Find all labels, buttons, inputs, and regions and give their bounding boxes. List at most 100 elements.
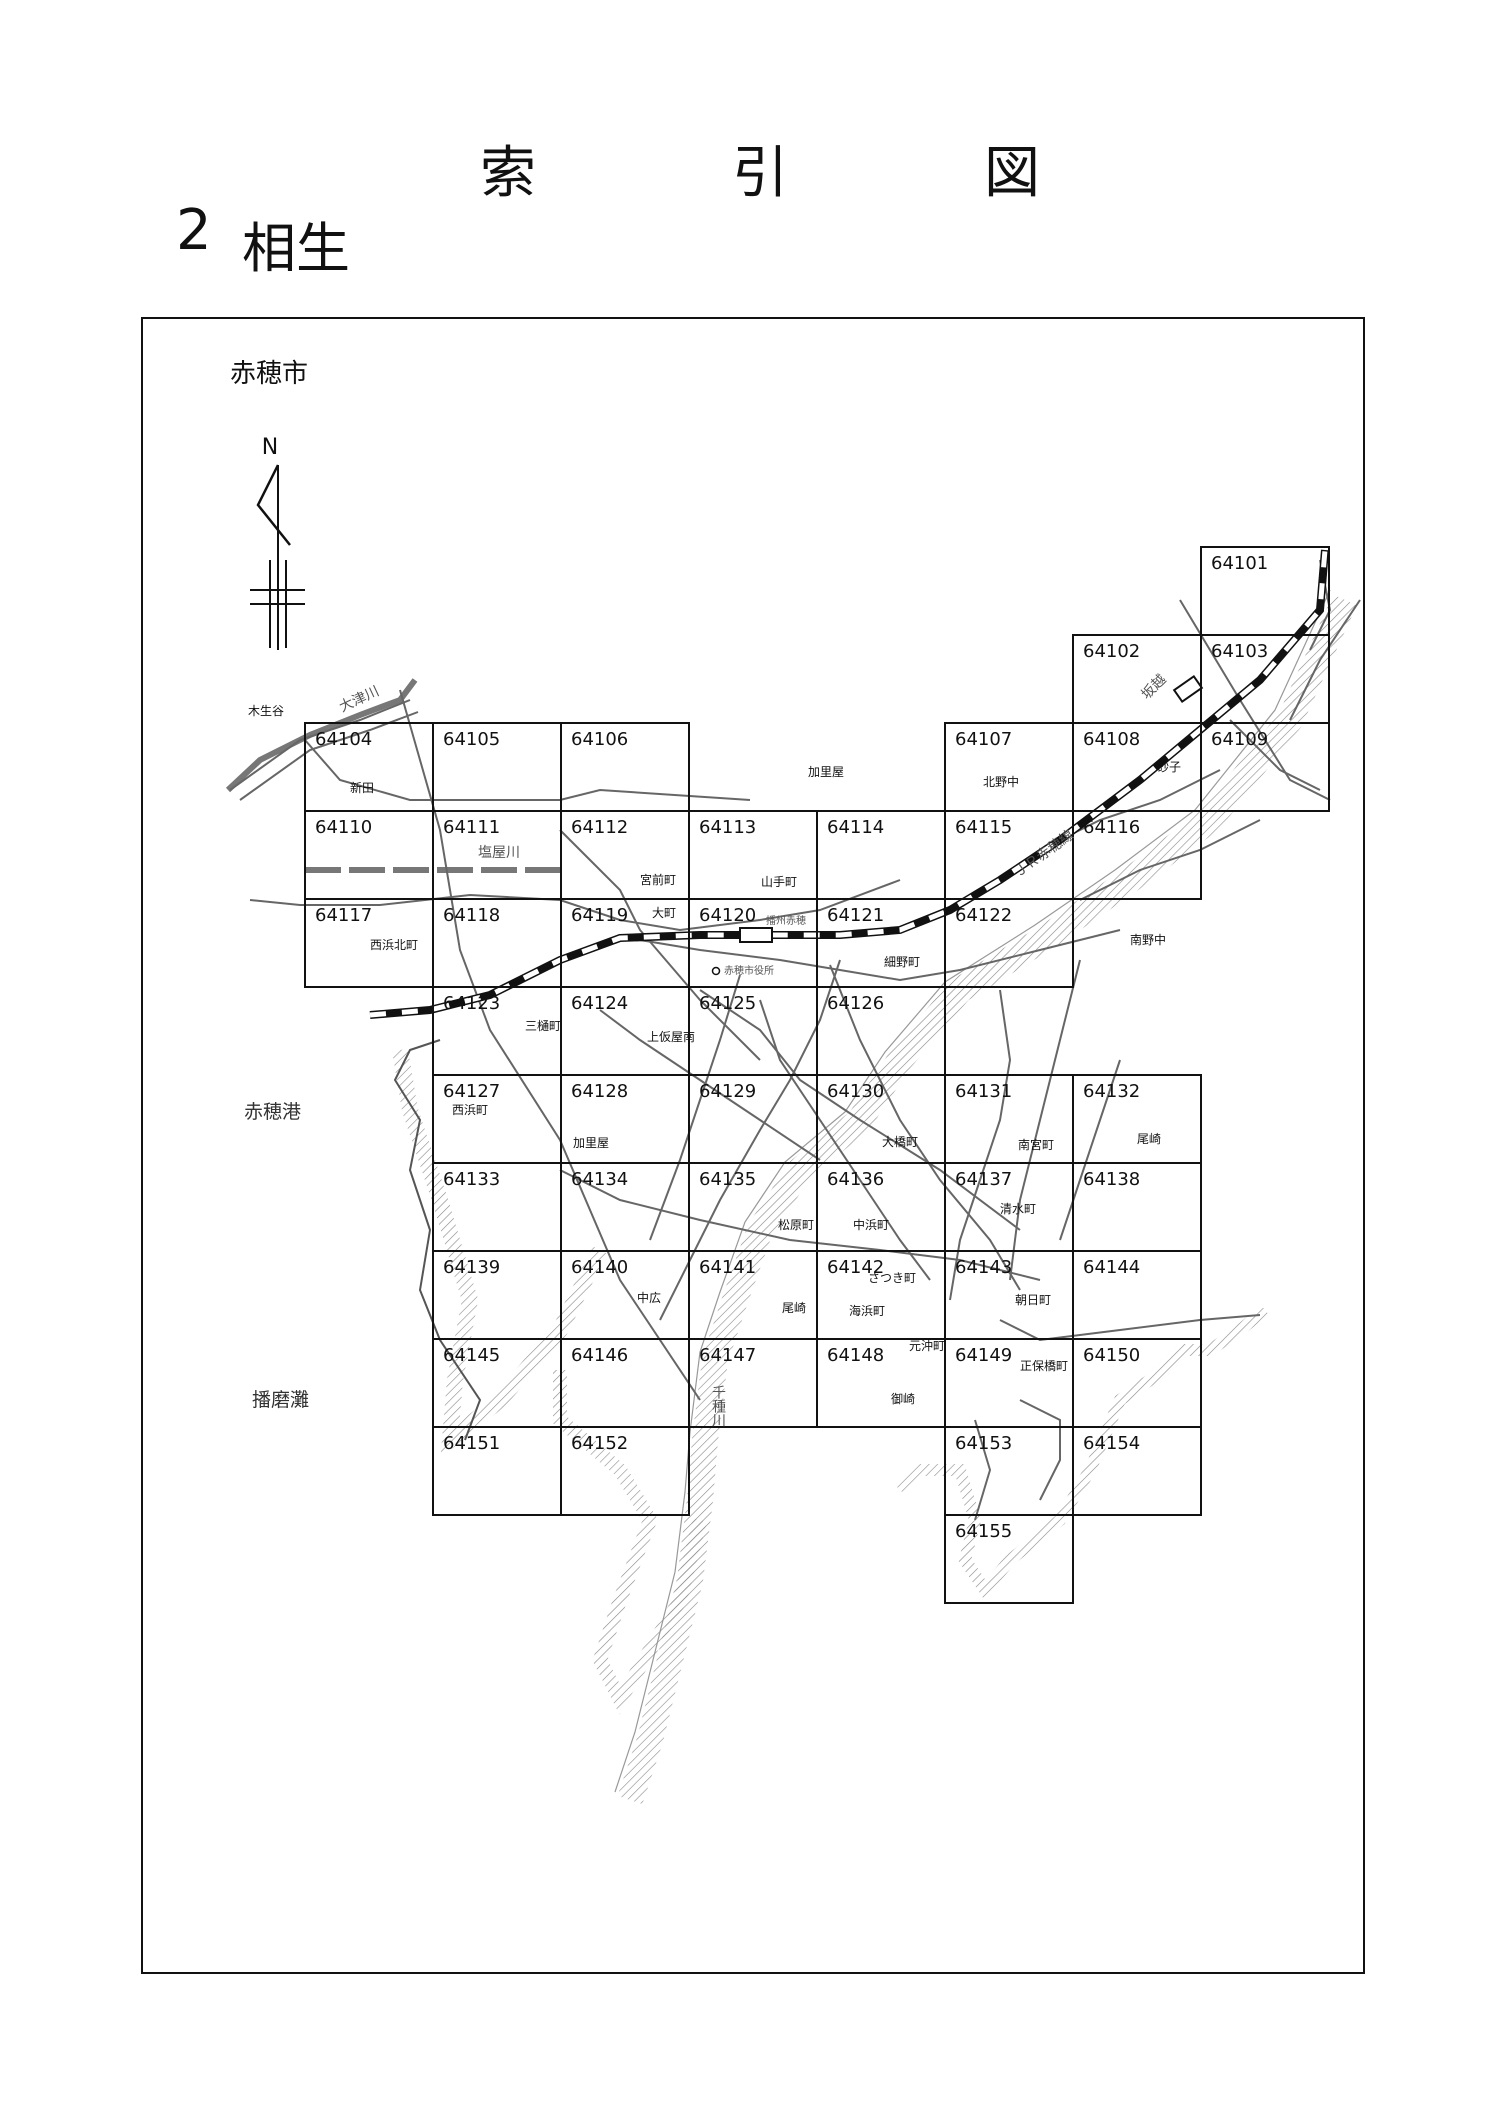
page-title-char-3: 図 [984, 141, 1040, 206]
grid-cell-id: 64139 [443, 1257, 500, 1278]
grid-cell-id: 64124 [571, 993, 628, 1014]
grid-cell-id: 64132 [1083, 1081, 1140, 1102]
label-miyamaecho: 宮前町 [640, 872, 676, 887]
section-number: 2 [176, 198, 212, 263]
shoreline-west [392, 1048, 608, 1458]
north-label: N [262, 435, 278, 460]
label-motookicho: 元沖町 [909, 1339, 945, 1353]
label-minaminonaka: 南野中 [1130, 932, 1166, 947]
grid-cell-id: 64155 [955, 1521, 1012, 1542]
grid-cell-id: 64145 [443, 1345, 500, 1366]
grid-cell-id: 64152 [571, 1433, 628, 1454]
grid-cell-id: 64119 [571, 905, 628, 926]
grid-cell-id: 64141 [699, 1257, 756, 1278]
label-shioyagawa: 塩屋川 [478, 845, 520, 861]
grid-cell-id: 64136 [827, 1169, 884, 1190]
label-kariya-2: 加里屋 [573, 1136, 609, 1150]
grid-cell-id: 64148 [827, 1345, 884, 1366]
grid-cell-id: 64140 [571, 1257, 628, 1278]
grid-cell-id: 64105 [443, 729, 500, 750]
grid-cell-id: 64109 [1211, 729, 1268, 750]
grid-cell-id: 64126 [827, 993, 884, 1014]
label-kishodani: 木生谷 [248, 704, 284, 718]
grid-cell-id: 64143 [955, 1257, 1012, 1278]
grid-cell-id: 64125 [699, 993, 756, 1014]
grid-cell-id: 64111 [443, 817, 500, 838]
label-sunago: 砂子 [1157, 760, 1181, 774]
label-kamikariyaminami: 上仮屋南 [647, 1029, 695, 1044]
grid-cell-id: 64108 [1083, 729, 1140, 750]
page-title: 索 引 図 [480, 128, 1040, 206]
grid-cell-id: 64117 [315, 905, 372, 926]
bay-outline [393, 1039, 482, 1441]
label-satsukicho: さつき町 [868, 1271, 916, 1285]
grid-cell-id: 64135 [699, 1169, 756, 1190]
label-nakahamacho: 中浜町 [853, 1217, 889, 1232]
label-asahicho: 朝日町 [1015, 1293, 1051, 1307]
grid-cell-id: 64102 [1083, 641, 1140, 662]
label-shohobashicho: 正保橋町 [1020, 1359, 1068, 1373]
label-kaihincho: 海浜町 [849, 1303, 885, 1318]
label-chikusagawa: 千種川 [710, 1385, 726, 1427]
grid-cell-id: 64123 [443, 993, 500, 1014]
label-yamatecho: 山手町 [761, 875, 797, 889]
label-harima-nada: 播磨灘 [252, 1389, 309, 1411]
grid-cell-id: 64122 [955, 905, 1012, 926]
shoreline-south [553, 1370, 707, 1715]
grid-cell-id: 64134 [571, 1169, 628, 1190]
grid-cell[interactable] [1200, 722, 1330, 812]
grid-cell-id: 64113 [699, 817, 756, 838]
grid-cell-id: 64112 [571, 817, 628, 838]
sakoshi-station [1172, 674, 1204, 704]
label-jr-line: ＪＲ赤穂線 [1011, 827, 1077, 881]
label-osaki: 尾崎 [1137, 1132, 1161, 1146]
grid-cell[interactable] [560, 1426, 690, 1516]
grid-cell-id: 64133 [443, 1169, 500, 1190]
label-matsubaracho: 松原町 [778, 1218, 814, 1232]
banshu-ako-station [739, 927, 773, 943]
river-layer [225, 589, 1357, 1805]
grid-cell-id: 64129 [699, 1081, 756, 1102]
grid-cell-id: 64151 [443, 1433, 500, 1454]
grid-cell-id: 64131 [955, 1081, 1012, 1102]
label-shinden: 新田 [350, 780, 374, 795]
grid-cell[interactable] [944, 898, 1074, 988]
grid-cell-id: 64101 [1211, 553, 1268, 574]
road-layer [229, 559, 1361, 1521]
grid-cell[interactable] [944, 1514, 1074, 1604]
label-misaki: 御崎 [891, 1391, 915, 1406]
grid-cell-id: 64149 [955, 1345, 1012, 1366]
label-shimizucho: 清水町 [1000, 1202, 1036, 1216]
label-osaki-2: 尾崎 [782, 1301, 806, 1315]
grid-cell-id: 64150 [1083, 1345, 1140, 1366]
grid-cell-id: 64137 [955, 1169, 1012, 1190]
grid-cell-id: 64115 [955, 817, 1012, 838]
label-sakoshi: 坂越 [1139, 672, 1170, 703]
label-omachi: 大町 [652, 906, 676, 920]
grid-cell-id: 64138 [1083, 1169, 1140, 1190]
grid-cell-id: 64120 [699, 905, 756, 926]
label-nakahiro: 中広 [637, 1290, 661, 1305]
grid-cell-id: 64107 [955, 729, 1012, 750]
section-name: 相生 [242, 217, 350, 280]
label-nishihamakitamachi: 西浜北町 [370, 938, 418, 952]
label-ohashicho: 大橋町 [882, 1135, 918, 1149]
label-minamimiyamachi: 南宮町 [1018, 1137, 1054, 1152]
grid-cell-id: 64147 [699, 1345, 756, 1366]
city-hall-marker [711, 966, 721, 976]
grid-cell-id: 64114 [827, 817, 884, 838]
grid-cell-id: 64116 [1083, 817, 1140, 838]
label-hosonocho: 細野町 [884, 955, 920, 969]
grid-cell-id: 64104 [315, 729, 372, 750]
label-ako-shiyakusho: 赤穂市役所 [724, 964, 774, 977]
grid-cell-id: 64127 [443, 1081, 500, 1102]
grid-cell[interactable] [1072, 1426, 1202, 1516]
grid-cell-id: 64106 [571, 729, 628, 750]
page-title-char-2: 引 [732, 141, 788, 206]
grid-cell-id: 64142 [827, 1257, 884, 1278]
north-arrow: N [250, 435, 305, 650]
grid-cell-id: 64153 [955, 1433, 1012, 1454]
label-ako-ko: 赤穂港 [244, 1101, 301, 1123]
grid-cell[interactable] [1072, 810, 1202, 900]
